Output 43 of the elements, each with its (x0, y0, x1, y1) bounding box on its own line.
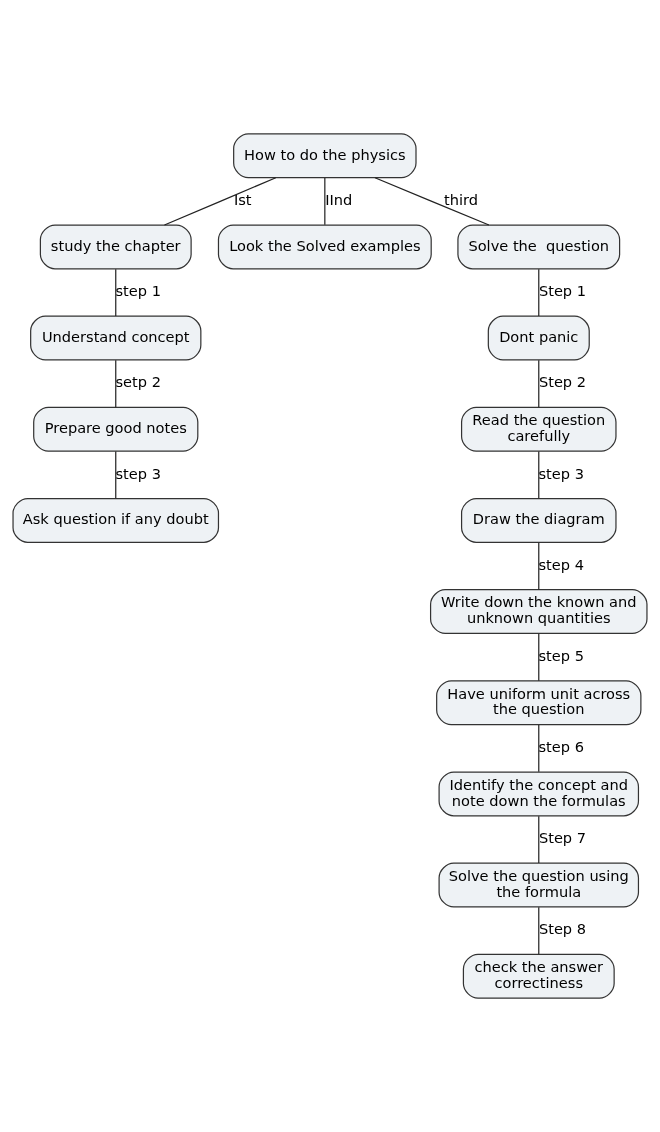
node-box: How to do the physics (233, 133, 417, 179)
node-box: Solve the question (457, 224, 621, 270)
edge-label: step 4 (538, 555, 584, 573)
node-box: Look the Solved examples (217, 224, 432, 270)
node-box: Write down the known and unknown quantities (429, 589, 648, 635)
node-box: Draw the diagram (460, 497, 617, 543)
connector (115, 450, 117, 499)
edge-label: Step 1 (538, 282, 587, 300)
connector (115, 359, 117, 408)
connector (538, 542, 540, 591)
connector (538, 268, 540, 317)
connector (538, 906, 540, 955)
edge-label: Ist (233, 191, 252, 209)
node-box: Ask question if any doubt (12, 497, 220, 543)
node-box: Dont panic (487, 315, 590, 361)
node-box: Understand concept (30, 315, 202, 361)
connector (324, 177, 326, 226)
node-box: Have uniform unit across the question (436, 680, 642, 726)
edge-label: Step 7 (538, 829, 587, 847)
node-box: Solve the question using the formula (438, 862, 640, 908)
connector (374, 177, 490, 226)
node-box: Prepare good notes (33, 406, 199, 452)
connector (163, 177, 277, 226)
edge-label: step 6 (538, 738, 584, 756)
edge-label: step 1 (115, 282, 161, 300)
edge-label: setp 2 (115, 373, 161, 391)
edge-label: Step 8 (538, 920, 587, 938)
node-box: check the answer correctiness (462, 953, 615, 999)
connector (538, 724, 540, 773)
node-box: Identify the concept and note down the formulas (438, 771, 640, 817)
connector (538, 450, 540, 499)
node-box: study the chapter (39, 224, 192, 270)
connector (538, 359, 540, 408)
edge-label: Step 2 (538, 373, 587, 391)
edge-label: IInd (325, 191, 353, 209)
connector (115, 268, 117, 317)
connector (538, 815, 540, 864)
edge-label: step 3 (115, 464, 161, 482)
connector (538, 633, 540, 682)
edge-label: step 5 (538, 646, 584, 664)
edge-label: step 3 (538, 464, 584, 482)
node-box: Read the question carefully (460, 406, 617, 452)
edge-label: third (443, 191, 478, 209)
